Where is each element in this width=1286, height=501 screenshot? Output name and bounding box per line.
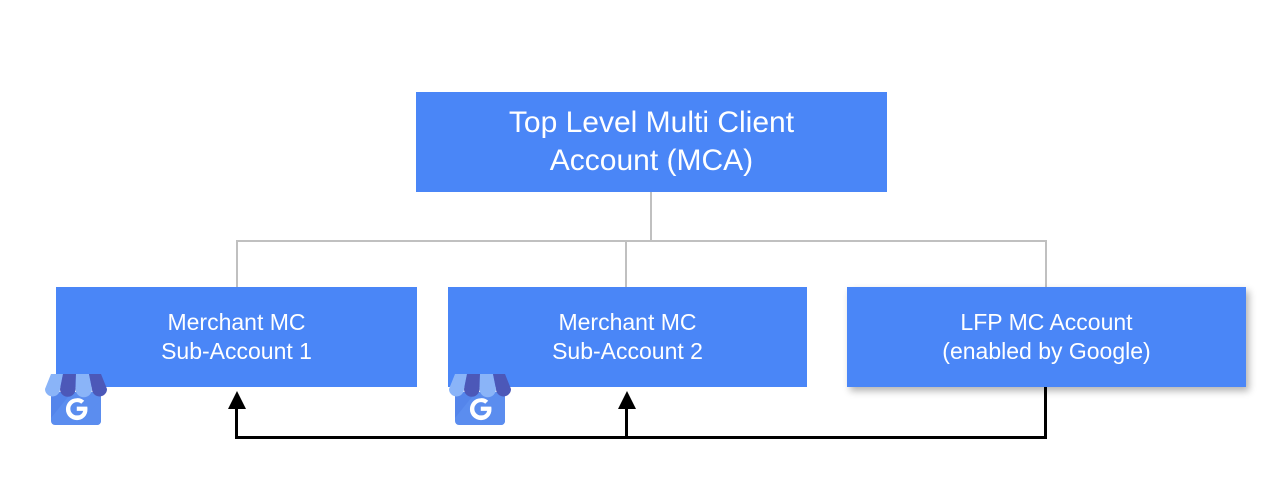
merchant-sub-account-2-label-line2: Sub-Account 2 [552,338,703,364]
merchant-sub-account-2-node[interactable]: Merchant MC Sub-Account 2 [448,287,807,387]
arrowhead-into-sub-account-2 [618,391,636,409]
top-level-mca-label-line2: Account (MCA) [549,144,754,177]
connector-mca-trunk [650,192,652,242]
top-level-mca-label-line1: Top Level Multi Client [508,105,795,139]
merchant-sub-account-1-label-line1: Merchant MC [167,308,306,335]
feedback-line-from-lfp [1044,387,1047,439]
google-my-business-icon [45,374,107,425]
merchant-sub-account-1-label-line2: Sub-Account 1 [161,338,312,364]
merchant-sub-account-2-label: Merchant MC Sub-Account 2 [448,308,807,367]
feedback-line-horizontal [235,436,1047,439]
lfp-mc-account-node[interactable]: LFP MC Account (enabled by Google) [847,287,1246,387]
merchant-sub-account-2-label-line1: Merchant MC [558,308,697,335]
arrowhead-into-sub-account-1 [228,391,246,409]
feedback-line-to-sub-account-2 [625,400,628,437]
connector-drop-to-lfp-account [1045,240,1047,288]
google-my-business-icon [449,374,511,425]
connector-drop-to-sub-account-1 [236,240,238,288]
lfp-mc-account-label-line1: LFP MC Account [960,308,1133,335]
feedback-line-to-sub-account-1 [235,400,238,437]
connector-horizontal-bar [236,240,1047,242]
merchant-sub-account-1-label: Merchant MC Sub-Account 1 [56,308,417,367]
connector-drop-to-sub-account-2 [625,240,627,288]
top-level-mca-label: Top Level Multi Client Account (MCA) [416,104,887,181]
lfp-mc-account-label: LFP MC Account (enabled by Google) [847,308,1246,367]
merchant-sub-account-1-node[interactable]: Merchant MC Sub-Account 1 [56,287,417,387]
top-level-mca-node[interactable]: Top Level Multi Client Account (MCA) [416,92,887,192]
lfp-mc-account-label-line2: (enabled by Google) [942,338,1151,364]
